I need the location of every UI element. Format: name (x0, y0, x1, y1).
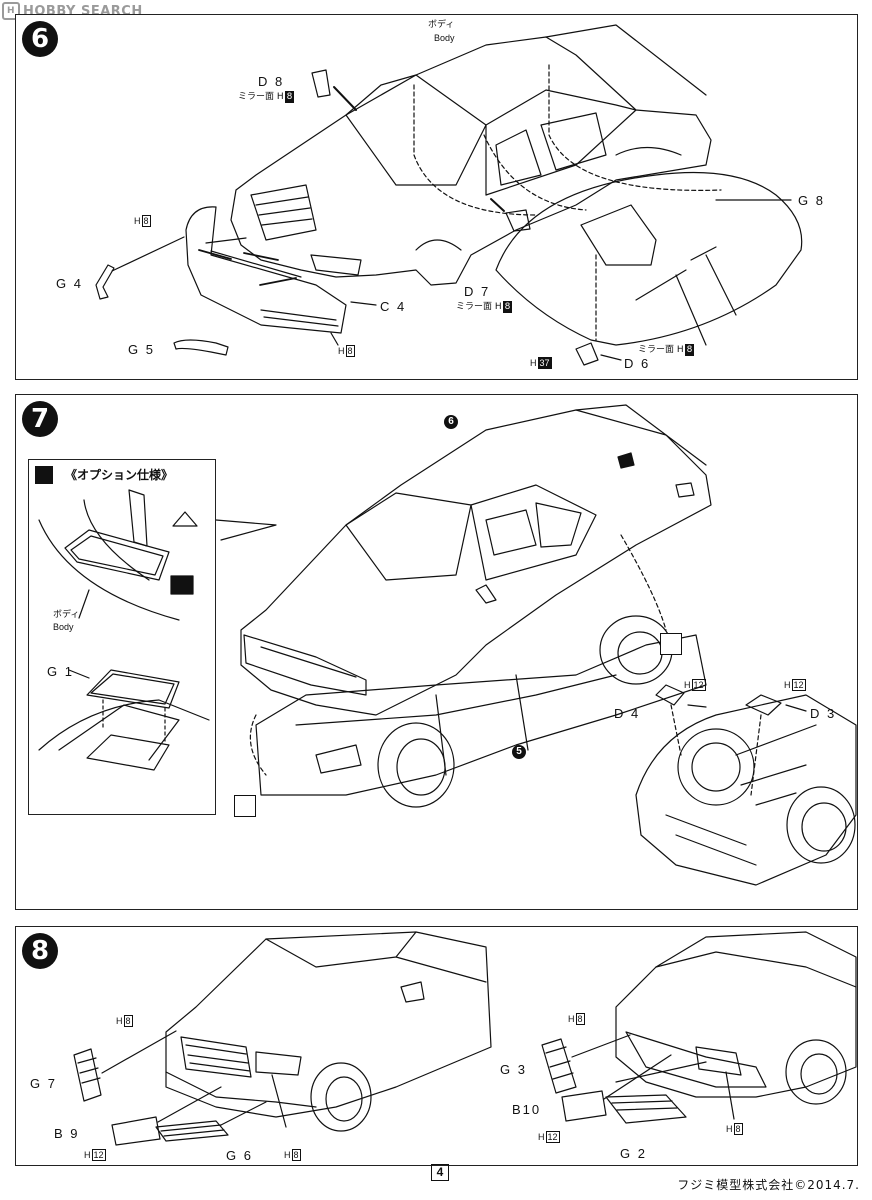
d8-code-letter: H (276, 92, 284, 102)
h8-c4-letter: H (338, 346, 345, 356)
ref-step-5-marker: 5 (512, 743, 526, 759)
h8-c4-number: 8 (345, 345, 355, 357)
h12-d4-letter: H (684, 680, 691, 690)
h8-left-letter: H (134, 216, 141, 226)
d7-mirror-text: ミラー面 (456, 302, 493, 312)
step-6-panel: 6 (15, 14, 858, 380)
h8-g6-letter: H (284, 1150, 291, 1160)
option-spec-title: 《オプション仕様》 (65, 468, 174, 482)
part-d6-label: D 6 (624, 356, 651, 371)
h8-rear-letter: H (568, 1014, 575, 1024)
option-spec-inset: 《オプション仕様》 ボディ Body G 1 (28, 459, 216, 815)
step-6-number: 6 (22, 21, 58, 57)
h8-front-number: 8 (123, 1015, 133, 1027)
h8-front-letter: H (116, 1016, 123, 1026)
part-g2-label: G 2 (620, 1146, 647, 1161)
part-g5-label: G 5 (128, 342, 155, 357)
h12-d3-letter: H (784, 680, 791, 690)
part-d3-label: D 3 (810, 706, 837, 721)
step-7-panel: 7 (15, 394, 858, 910)
d6-code-letter: H (676, 345, 684, 355)
option-icon (35, 466, 53, 484)
step-7-assembly-illustration (215, 404, 857, 886)
inset-body-en: Body (53, 622, 74, 632)
h8-g2-letter: H (726, 1124, 733, 1134)
part-g8-label: G 8 (798, 193, 825, 208)
h8-g2-number: 8 (733, 1123, 743, 1135)
part-g3-label: G 3 (500, 1062, 527, 1077)
d7-code-letter: H (494, 302, 502, 312)
h37-letter: H (530, 358, 537, 368)
d8-mirror-text: ミラー面 (238, 92, 275, 102)
step-6-car-body-illustration (95, 24, 803, 366)
part-c4-label: C 4 (380, 299, 407, 314)
h37-number: 37 (537, 357, 552, 369)
ref-6-circle: 6 (444, 415, 458, 429)
part-d7-label: D 7 (464, 284, 491, 299)
copyright-text: フジミ模型株式会社©2014.7. (677, 1178, 860, 1192)
d8-code-number: 8 (284, 91, 295, 103)
part-g7-label: G 7 (30, 1076, 57, 1091)
body-label-jp: ボディ (428, 20, 455, 30)
h12-d3-number: 12 (791, 679, 806, 691)
step-8-number: 8 (22, 933, 58, 969)
part-d4-label: D 4 (614, 706, 641, 721)
h12-b10-letter: H (538, 1132, 545, 1142)
h12-b9-number: 12 (91, 1149, 106, 1161)
h8-rear-number: 8 (575, 1013, 585, 1025)
step-8-panel: 8 (15, 926, 858, 1166)
body-label-en: Body (434, 33, 455, 43)
ref-5-circle: 5 (512, 745, 526, 759)
d6-code-number: 8 (684, 344, 695, 356)
glue-icon-left (234, 795, 256, 817)
h8-g6-number: 8 (291, 1149, 301, 1161)
part-g1-label: G 1 (47, 664, 74, 679)
page-number: 4 (431, 1164, 449, 1181)
glue-icon-right (660, 633, 682, 655)
h12-d4-number: 12 (691, 679, 706, 691)
part-b10-label: B10 (512, 1102, 542, 1117)
h12-b9-letter: H (84, 1150, 91, 1160)
d6-mirror-text: ミラー面 (638, 345, 675, 355)
ref-step-6-marker: 6 (444, 413, 458, 429)
inset-body-jp: ボディ (53, 610, 80, 620)
part-b9-label: B 9 (54, 1126, 80, 1141)
part-d8-label: D 8 (258, 74, 285, 89)
h8-left-number: 8 (141, 215, 151, 227)
part-g4-label: G 4 (56, 276, 83, 291)
d7-code-number: 8 (502, 301, 513, 313)
sunroof-glass-illustration (38, 489, 210, 771)
step-7-number: 7 (22, 401, 58, 437)
h12-b10-number: 12 (545, 1131, 560, 1143)
part-g6-label: G 6 (226, 1148, 253, 1163)
step-8-bumper-illustration (73, 931, 857, 1146)
hobby-search-logo-icon: H (2, 2, 20, 20)
